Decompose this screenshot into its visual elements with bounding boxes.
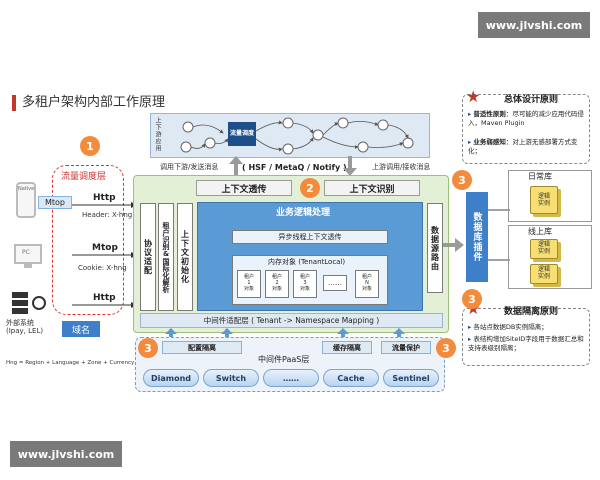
mtop-label-2: Mtop: [92, 243, 118, 253]
principles-box: [462, 94, 590, 164]
flow-center-box: 流量调度: [228, 122, 256, 146]
call-downstream-caption: 调用下游/发送消息: [160, 163, 219, 171]
http-label-2: Http: [93, 293, 116, 303]
hsf-caption: ( HSF / MetaQ / Notify ): [242, 163, 347, 172]
cookie-label: Cookie: X-hng: [78, 264, 127, 272]
upstream-label: 上下游应用: [154, 117, 161, 152]
domain-box: 域名: [62, 321, 100, 337]
hng-formula: Hng = Region + Language + Zone + Currenc…: [6, 360, 135, 366]
daily-db-instance: 逻辑 实例: [530, 186, 558, 214]
tenant-object-1: 租户 1 对象: [237, 270, 261, 298]
db-connect-lines: [488, 209, 510, 261]
principle-1: ▸ 普适性原则：尽可能的减少应用代码侵入，Maven Plugin: [468, 110, 584, 128]
ctx-init-label: 上下文初始化: [180, 230, 190, 284]
paas-title: 中间件PaaS层: [258, 355, 310, 364]
badge-3-core: 3: [452, 170, 472, 190]
principle-1-bold: 普适性原则: [473, 110, 506, 118]
badge-3-config: 3: [138, 338, 158, 358]
principle-2-text: ：对上游无感部署方式变化；: [468, 138, 578, 156]
db-plugin-label: 数据库插件: [471, 212, 482, 262]
datasource-arrow: [443, 238, 464, 252]
left-arrows: [72, 202, 137, 308]
business-title: 业务逻辑处理: [276, 208, 331, 218]
paas-sentinel: Sentinel: [383, 369, 439, 387]
upstream-call-caption: 上游调用/接收消息: [372, 163, 431, 171]
external-system-label: 外部系统 (Ipay, LEL): [6, 319, 44, 336]
traffic-layer-title: 流量调度层: [61, 172, 107, 182]
tenant-object-ellipsis: ……: [323, 275, 347, 291]
tenant-object-n: 租户 N 对象: [355, 270, 379, 298]
paas-arrows: [165, 328, 405, 342]
isolation-2-text: 表结构增加SiteID字段用于数据汇总和支持表级别隔离；: [468, 335, 584, 353]
isolation-1-text: 各站点数据DB实例隔离；: [473, 323, 548, 331]
badge-1: 1: [80, 136, 100, 156]
db-plugin-col: 数据库插件: [466, 192, 488, 282]
mtop-box: Mtop: [38, 196, 72, 209]
tenant-object-2: 租户 2 对象: [265, 270, 289, 298]
principle-2-bold: 业务弱感知: [473, 138, 506, 146]
mw-adapter-bar: 中间件适配层 ( Tenant -> Namespace Mapping ): [140, 313, 443, 328]
badge-2: 2: [300, 178, 320, 198]
isolation-1: ▸ 各站点数据DB实例隔离；: [468, 323, 548, 331]
ctx-identify-bar: 上下文识别: [324, 180, 420, 196]
traffic-layer-box: [52, 165, 124, 315]
title-accent-bar: [12, 95, 16, 111]
pc-icon: [14, 244, 42, 264]
native-label: Native: [18, 186, 35, 192]
tenant-identify-label: 租户识别&国际化解析: [162, 221, 170, 293]
ctx-init-col: 上下文初始化: [177, 203, 193, 311]
server-icon: [12, 292, 34, 316]
badge-3-db: 3: [462, 289, 482, 309]
datasource-routing-col: 数据源路由: [427, 203, 443, 293]
watermark-bottom: www.jlvshi.com: [10, 441, 122, 467]
paas-switch: Switch: [203, 369, 259, 387]
online-db-instance-1: 逻辑 实例: [530, 239, 558, 259]
page-title: 多租户架构内部工作原理: [22, 95, 166, 110]
principle-2: ▸ 业务弱感知：对上游无感部署方式变化；: [468, 138, 578, 156]
pc-stand: [24, 264, 32, 268]
cache-isolation-bar: 缓存隔离: [322, 341, 372, 354]
paas-ellipsis: ……: [263, 369, 319, 387]
isolation-title: 数据隔离原则: [504, 307, 559, 317]
watermark-top: www.jlvshi.com: [478, 12, 590, 38]
isolation-box: [462, 308, 590, 366]
tenant-object-3: 租户 3 对象: [293, 270, 317, 298]
principles-title: 总体设计原则: [504, 95, 559, 105]
online-db-title: 线上库: [528, 227, 552, 236]
header-label: Header: X-hng: [82, 211, 133, 219]
daily-db-panel: [508, 170, 592, 222]
http-label-1: Http: [93, 193, 116, 203]
async-ctx-bar: 异步线程上下文透传: [232, 230, 388, 244]
datasource-routing-label: 数据源路由: [430, 225, 440, 271]
upstream-flow-graph: [180, 117, 414, 155]
paas-cache: Cache: [323, 369, 379, 387]
phone-icon: [16, 182, 36, 218]
protocol-adapt-label: 协议适配: [143, 239, 153, 275]
pc-label: PC: [22, 249, 30, 256]
badge-3-paas: 3: [436, 338, 456, 358]
user-icon: [32, 296, 46, 310]
flow-protect-bar: 流量保护: [381, 341, 431, 354]
paas-diamond: Diamond: [143, 369, 199, 387]
isolation-2: ▸ 表结构增加SiteID字段用于数据汇总和支持表级别隔离；: [468, 335, 584, 353]
online-db-instance-2: 逻辑 实例: [530, 264, 558, 284]
protocol-adapt-col: 协议适配: [140, 203, 156, 311]
tenant-identify-col: 租户识别&国际化解析: [158, 203, 174, 311]
online-db-panel: [508, 225, 592, 289]
config-isolation-bar: 配置隔离: [162, 341, 242, 354]
top-arrows: [229, 156, 357, 176]
memory-title: 内存对象 (TenantLocal): [268, 258, 346, 266]
daily-db-title: 日常库: [528, 172, 552, 181]
ctx-transmit-bar: 上下文透传: [196, 180, 292, 196]
principle-1-text: ：尽可能的减少应用代码侵入，Maven Plugin: [468, 110, 584, 128]
star-icon: ★: [466, 87, 481, 106]
